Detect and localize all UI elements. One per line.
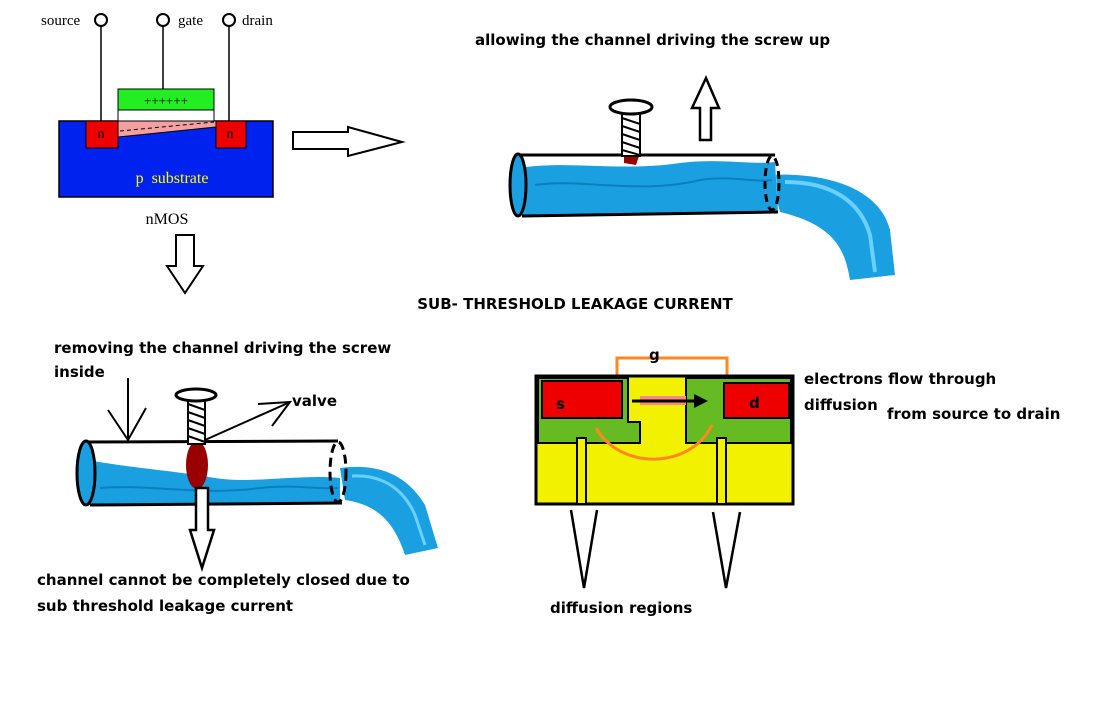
- gate-outline: [615, 356, 729, 378]
- valve-closure-icon: [186, 441, 208, 489]
- diffusion-pin-right: [716, 437, 727, 505]
- pipe-top-left-end: [508, 152, 528, 218]
- transistor-diffusion-diagram: g s d diffusion regions electrons flow t…: [534, 346, 1060, 617]
- n-left-label: n: [98, 127, 105, 142]
- screw-bottom-head-icon: [174, 387, 218, 403]
- pointer-left-icon: [569, 509, 599, 589]
- gate-oxide: [117, 109, 215, 122]
- pointer-right-icon: [711, 511, 742, 589]
- valve-pointer-icon: [257, 400, 293, 427]
- nmos-caption: nMOS: [146, 211, 189, 228]
- pipe-bottom-water-ripple: [99, 485, 339, 492]
- pipe-bottom-water: [87, 460, 340, 506]
- down-pointer-icon: [107, 407, 147, 442]
- gate-charge-label: ++++++: [144, 93, 188, 108]
- diffusion-regions-label: diffusion regions: [550, 599, 692, 617]
- water-spout-bottom-highlight: [351, 474, 427, 546]
- pipe-bottom-lower-edge: [89, 501, 343, 507]
- pipe-top-lower-edge: [521, 210, 779, 218]
- pipe-top-water: [518, 161, 778, 215]
- main-title: SUB- THRESHOLD LEAKAGE CURRENT: [417, 295, 733, 313]
- transistor-gate-label: g: [649, 346, 660, 364]
- source-region-label: s: [556, 395, 565, 413]
- water-spout-top: [770, 174, 895, 280]
- pipe-bottom-right-end: [328, 440, 348, 504]
- gate-electrode: [117, 88, 215, 111]
- pipe-closed-diagram: removing the channel driving the screw i…: [37, 339, 438, 615]
- diffusion-pin-left: [576, 437, 587, 505]
- pipe-bottom-caption-line2: inside: [54, 363, 105, 381]
- dashed-channel-line: [119, 121, 215, 132]
- electron-note-line2: diffusion: [804, 396, 878, 414]
- pipe-bottom-upper-edge: [83, 439, 339, 444]
- water-spout-bottom: [340, 466, 438, 555]
- pipe-open-diagram: allowing the channel driving the screw u…: [475, 31, 895, 280]
- n-region-left: [85, 120, 119, 149]
- electron-note-line3: from source to drain: [887, 405, 1060, 423]
- drain-region: [723, 382, 790, 419]
- substrate-label: p substrate: [136, 170, 209, 187]
- gate-label: gate: [178, 13, 203, 29]
- screw-bottom-thread-icon: [187, 403, 206, 443]
- pipe-bottom-caption-line1: removing the channel driving the screw: [54, 339, 391, 357]
- pipe-bottom-left-end: [75, 439, 97, 507]
- n-region-right: [215, 120, 247, 149]
- nmos-diagram: ++++++ n n p substrate source gate drain…: [41, 13, 274, 228]
- screw-top-head-icon: [608, 98, 654, 116]
- down-arrow-icon: [165, 234, 205, 295]
- right-arrow-icon: [292, 125, 406, 158]
- source-label: source: [41, 13, 80, 29]
- leak-arrow-icon: [188, 486, 216, 573]
- valve-pointer-shaft: [204, 402, 289, 441]
- screw-top-thread-icon: [621, 117, 641, 156]
- valve-label: valve: [292, 392, 337, 410]
- drain-region-label: d: [749, 394, 760, 412]
- drain-label: drain: [242, 13, 273, 29]
- leak-note-line2: sub threshold leakage current: [37, 597, 293, 615]
- source-region: [541, 380, 623, 419]
- pipe-top-right-end: [763, 154, 781, 212]
- diffusion-arc: [594, 424, 714, 461]
- water-spout-top-highlight: [784, 180, 877, 273]
- electron-flow-arrow-icon: [694, 394, 708, 408]
- drain-terminal-icon: [222, 13, 236, 27]
- source-terminal-icon: [94, 13, 108, 27]
- up-arrow-icon: [690, 74, 721, 142]
- leak-note-line1: channel cannot be completely closed due …: [37, 571, 410, 589]
- pipe-top-caption: allowing the channel driving the screw u…: [475, 31, 830, 49]
- gate-terminal-icon: [156, 13, 170, 27]
- n-right-label: n: [227, 127, 234, 142]
- electron-note-line1: electrons flow through: [804, 370, 996, 388]
- pipe-top-water-ripple: [534, 177, 773, 188]
